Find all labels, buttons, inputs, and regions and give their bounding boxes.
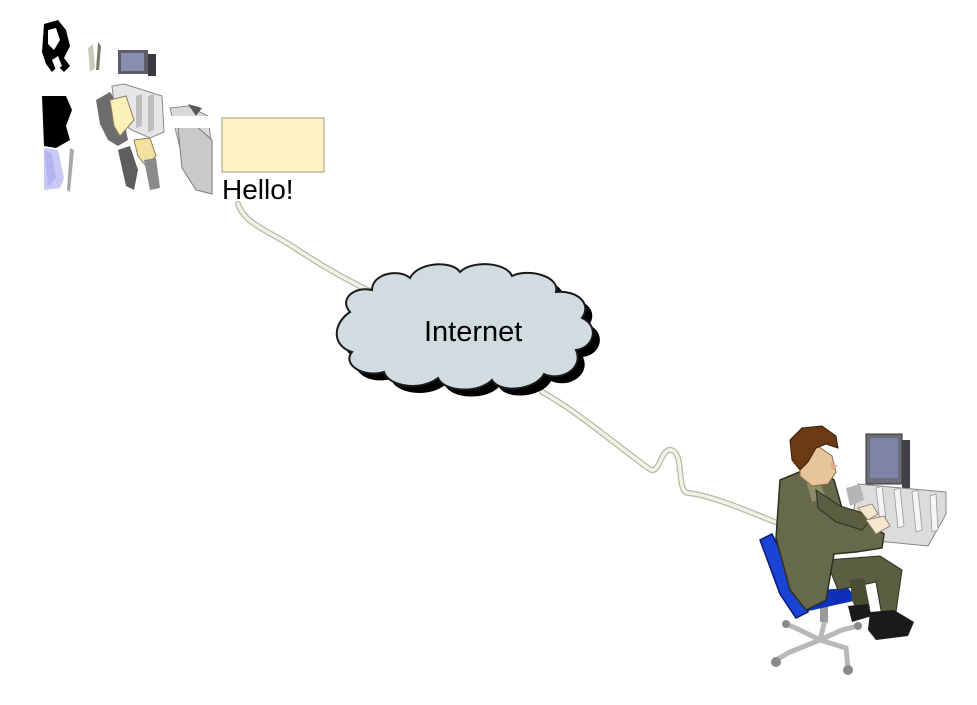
cloud-icon [335, 263, 600, 397]
receiver-cable [539, 389, 778, 525]
monitor-icon [865, 433, 910, 488]
head-icon [789, 425, 839, 487]
sender-cable [235, 201, 383, 299]
message-label: Hello! [222, 174, 294, 205]
receiver-person-at-computer-icon [759, 425, 947, 675]
sender-person-at-computer-icon [42, 20, 325, 195]
message-note [221, 117, 325, 173]
internet-label: Internet [424, 316, 523, 348]
